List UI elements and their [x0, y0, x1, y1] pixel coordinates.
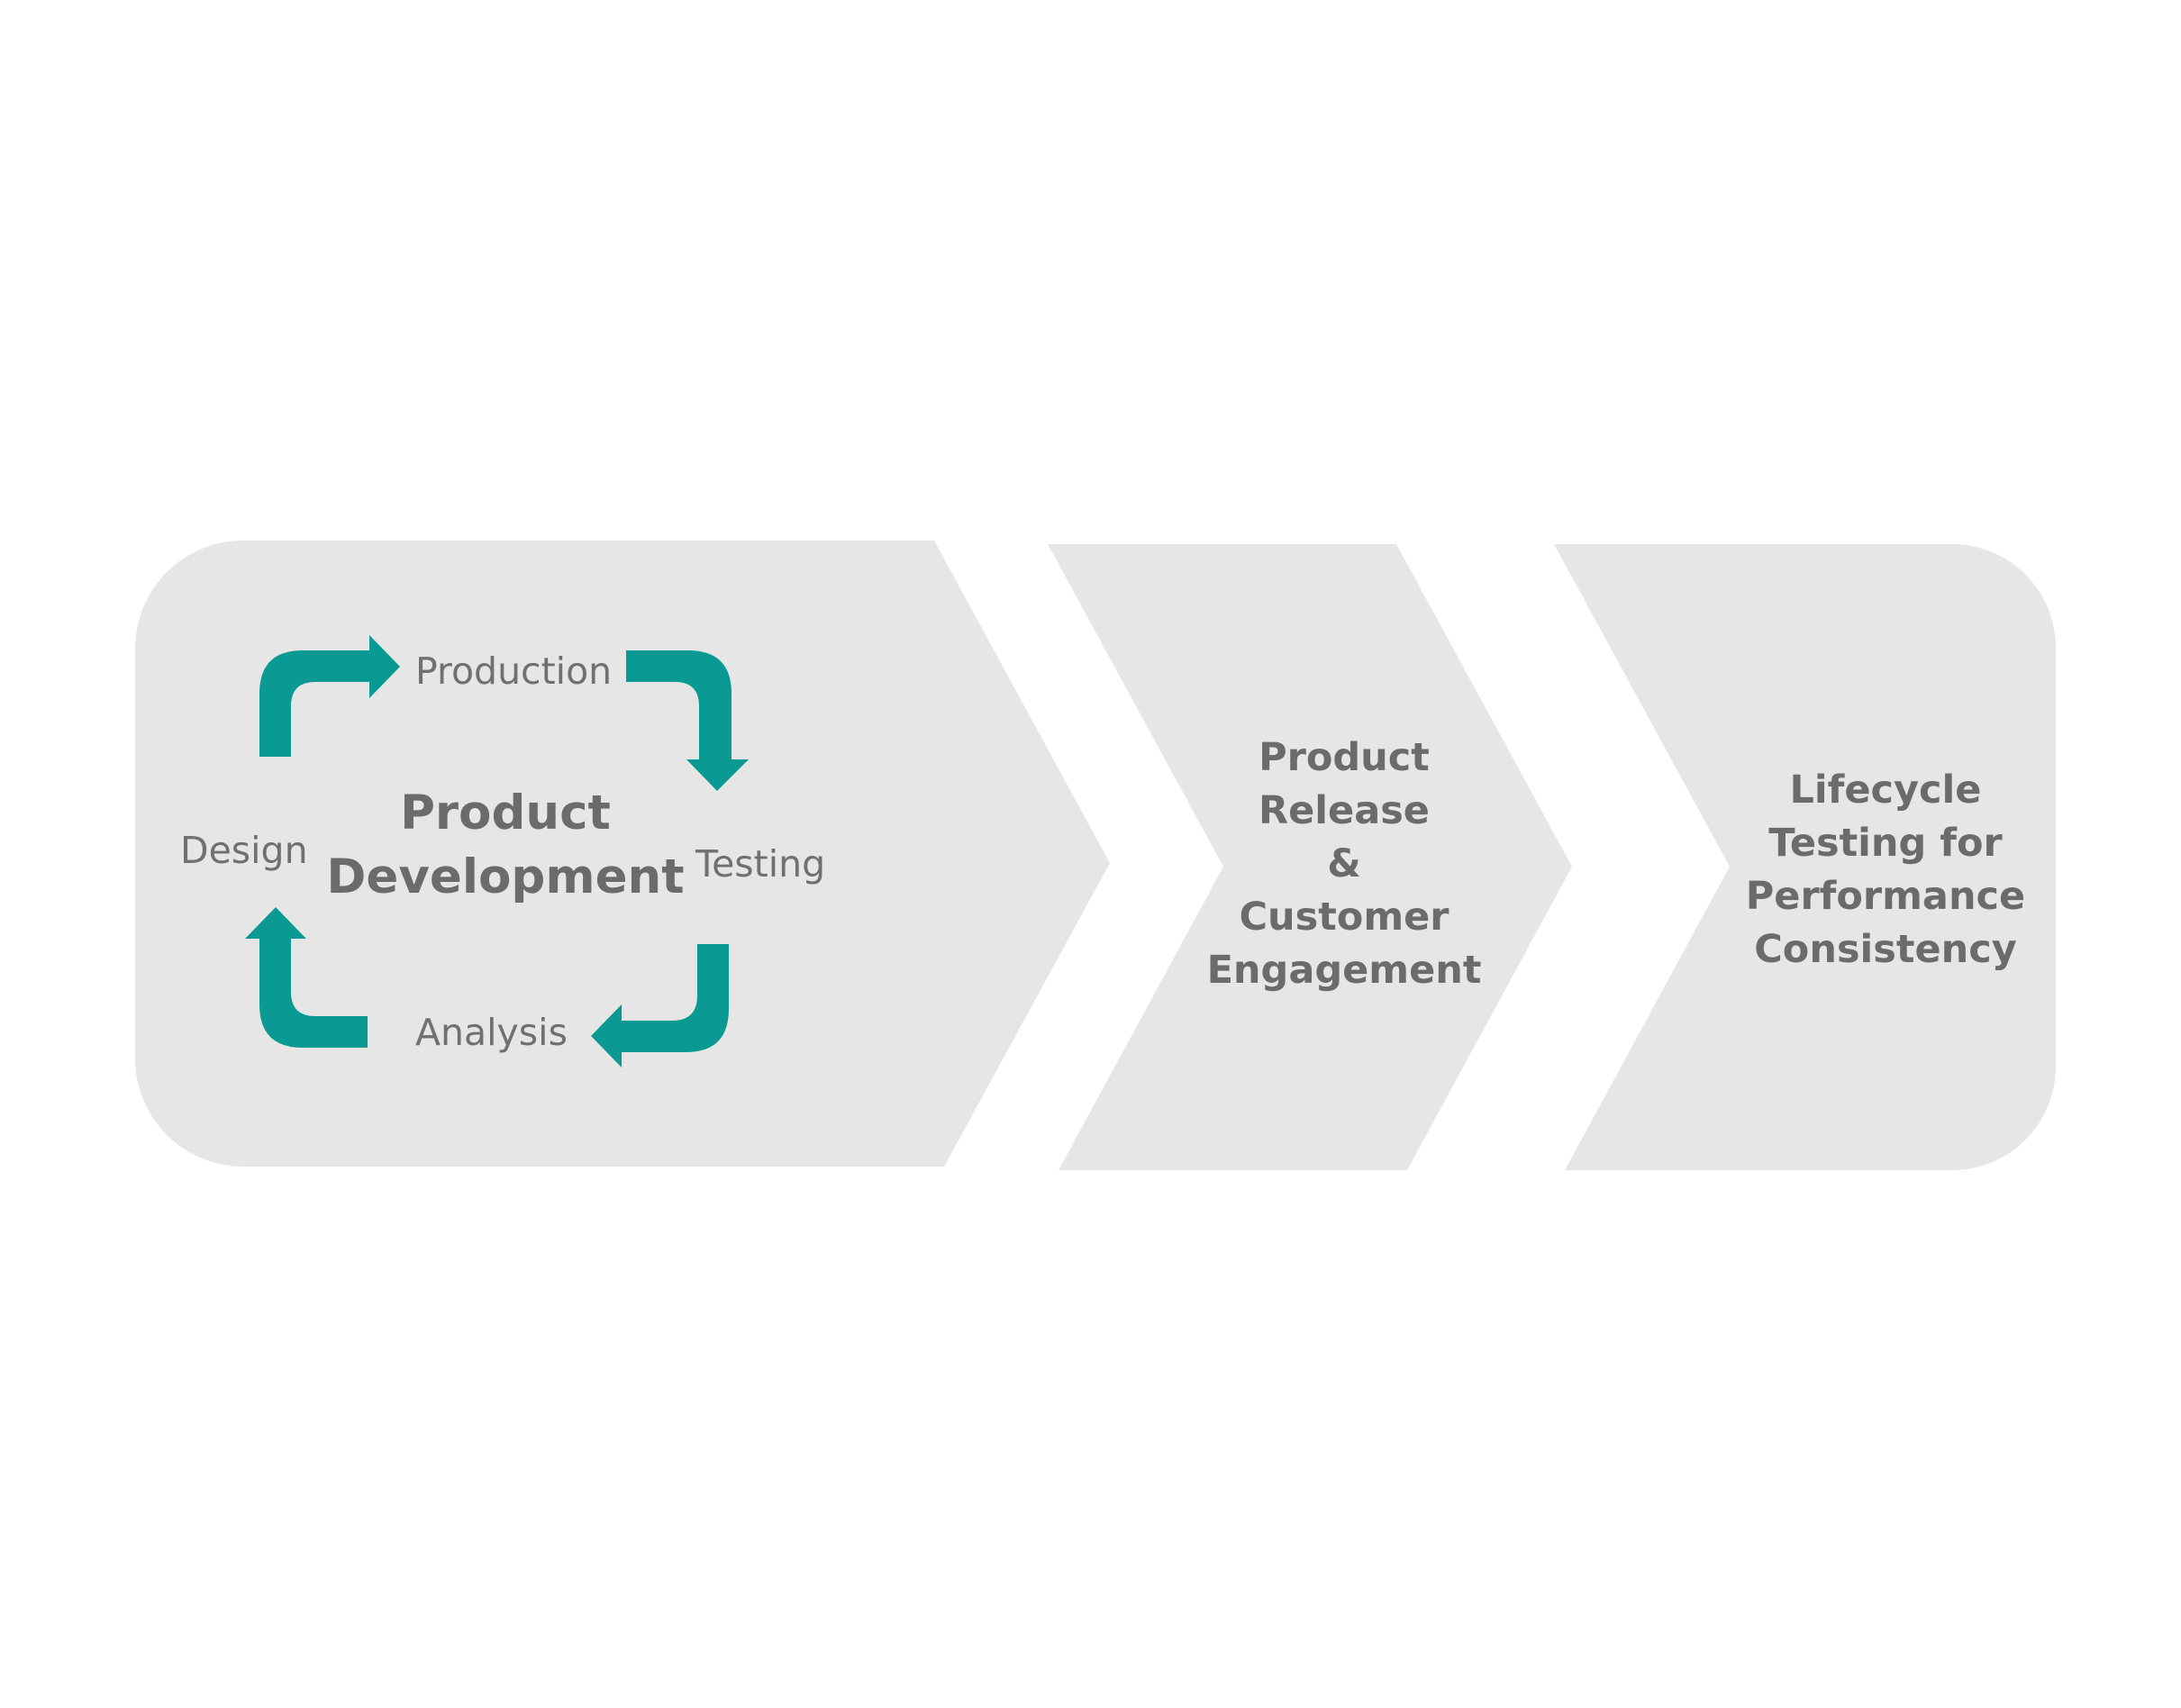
stage-1-panel	[135, 541, 1110, 1167]
stage-1-title-line-2: Development	[326, 849, 684, 904]
stage-3-line-4: Consistency	[1754, 927, 2017, 972]
stage-3-line-3: Performance	[1746, 874, 2025, 919]
stage-3-panel	[1554, 544, 2056, 1170]
cycle-label-design: Design	[180, 829, 308, 872]
stage-3-line-1: Lifecycle	[1790, 768, 1982, 813]
stage-2-panel	[1048, 544, 1572, 1170]
stage-3-line-2: Testing for	[1768, 821, 2003, 866]
curved-arrow-down-icon	[626, 650, 749, 791]
stage-2-line-2: Release	[1259, 788, 1430, 833]
curved-arrow-right-icon	[259, 635, 400, 757]
stage-1-title-line-1: Product	[400, 786, 611, 840]
curved-arrow-left-icon	[591, 944, 729, 1068]
stage-2-line-1: Product	[1259, 735, 1430, 780]
stage-2-line-5: Engagement	[1207, 948, 1482, 993]
cycle-label-analysis: Analysis	[415, 1011, 568, 1054]
cycle-label-testing: Testing	[695, 842, 825, 886]
curved-arrow-up-icon	[245, 907, 368, 1048]
cycle-label-production: Production	[415, 650, 612, 693]
stage-2-line-3: &	[1327, 841, 1361, 886]
stage-2-line-4: Customer	[1239, 895, 1449, 940]
